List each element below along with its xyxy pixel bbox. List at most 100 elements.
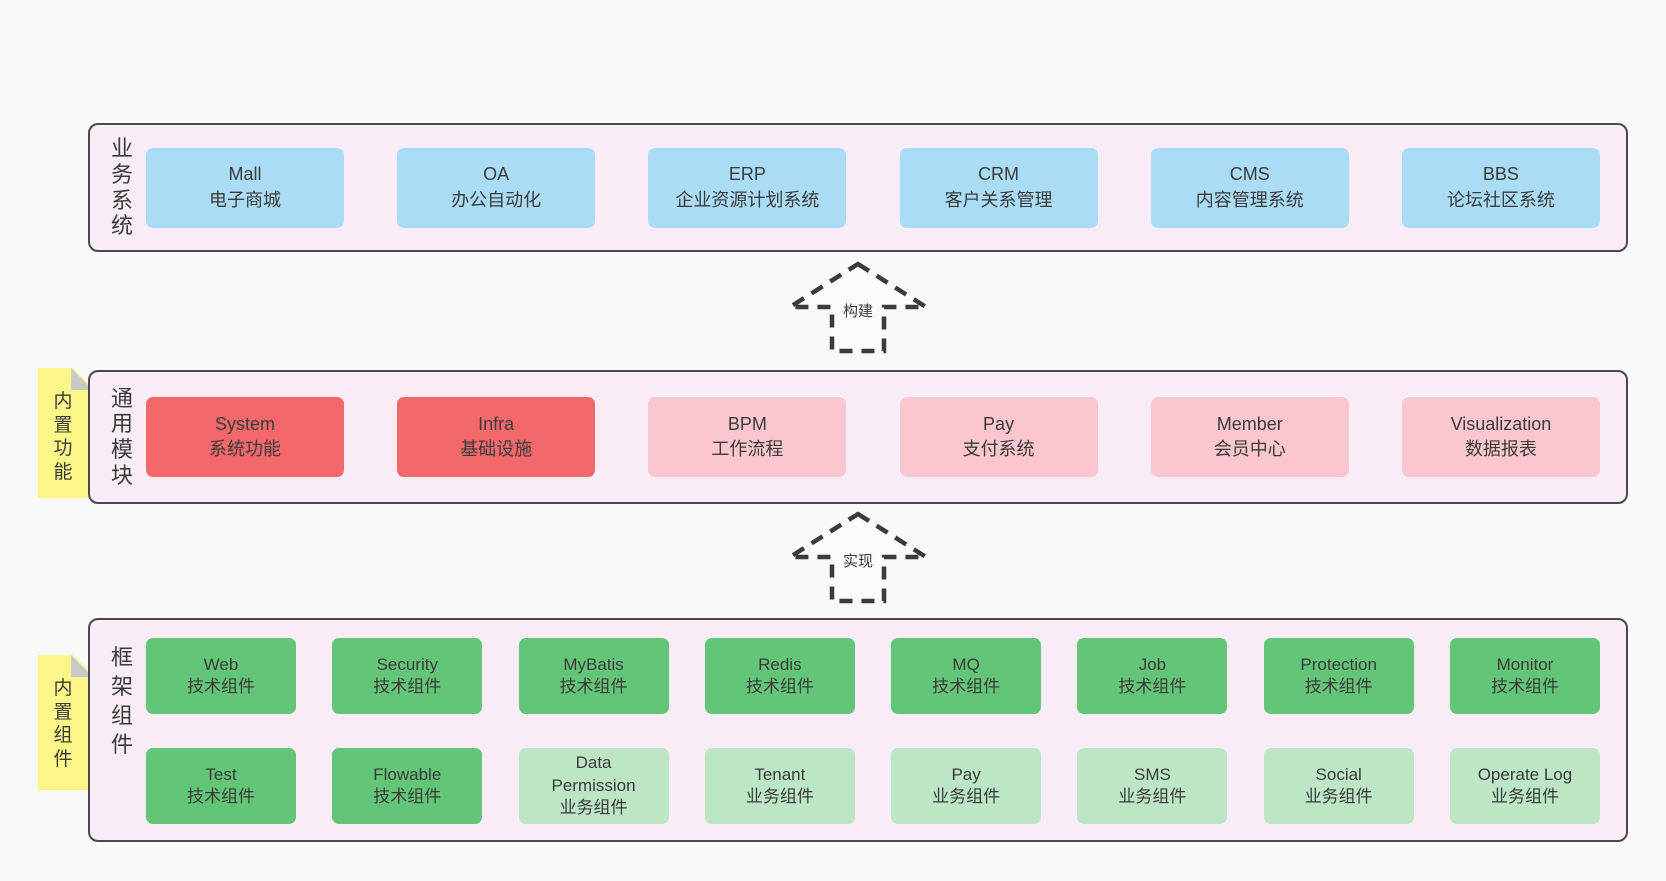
box-data-permission: Data Permission 业务组件 [518,748,669,824]
module-desc: 系统功能 [209,439,281,459]
module-name: System [214,413,275,434]
arrow-build-label: 构建 [838,300,878,321]
box-cms: CMS 内容管理系统 [1150,147,1349,228]
module-name: Job [1138,654,1167,674]
box-mq: MQ 技术组件 [891,638,1042,714]
layer-label-business-systems: 业务系统 [110,136,133,239]
business-systems-row: Mall 电子商城 OA 办公自动化 ERP 企业资源计划系统 CRM 客户关系… [146,125,1600,250]
module-desc: 业务组件 [932,787,1001,806]
box-protection: Protection 技术组件 [1263,638,1414,714]
module-desc: 技术组件 [932,677,1001,696]
box-system: System 系统功能 [146,397,344,477]
module-name: SMS [1133,764,1171,784]
box-member: Member 会员中心 [1150,397,1349,477]
module-desc: 会员中心 [1213,439,1286,459]
module-desc: 业务组件 [745,787,814,806]
module-name: Pay [951,764,981,784]
sticky-note-label: 内置功能 [53,391,73,483]
box-mybatis: MyBatis 技术组件 [518,638,669,714]
module-desc: 支付系统 [962,439,1035,459]
module-name: Monitor [1496,654,1554,674]
module-desc: 电子商城 [209,189,281,210]
module-desc: 业务组件 [1304,787,1373,806]
layer-label-common-modules: 通用模块 [110,385,133,488]
box-flowable: Flowable 技术组件 [332,748,483,824]
module-desc: 技术组件 [187,787,255,806]
box-monitor: Monitor 技术组件 [1449,638,1600,714]
module-name: Social [1315,764,1362,784]
layer-business-systems: 业务系统 Mall 电子商城 OA 办公自动化 ERP 企业资源计划系统 CRM… [88,123,1628,252]
module-desc: 内容管理系统 [1195,189,1304,210]
box-erp: ERP 企业资源计划系统 [648,147,847,228]
arrow-implement-label: 实现 [838,550,878,571]
module-name: CMS [1229,164,1270,185]
module-name: Pay [983,413,1015,434]
module-name: ERP [728,164,766,185]
module-name: OA [483,164,510,185]
box-crm: CRM 客户关系管理 [899,147,1098,228]
module-desc: 技术组件 [187,677,255,696]
module-desc: 技术组件 [559,677,628,696]
framework-components-grid: Web 技术组件 Security 技术组件 MyBatis 技术组件 Redi… [146,638,1600,824]
arrow-implement: 实现 [783,510,933,605]
box-bpm: BPM 工作流程 [648,397,847,477]
sticky-note-built-in-features: 内置功能 [38,368,88,498]
module-name: Test [205,764,237,784]
box-test: Test 技术组件 [146,748,296,824]
module-name: Data Permission [551,753,636,795]
box-job: Job 技术组件 [1077,638,1228,714]
layer-framework-components: 框架组件 Web 技术组件 Security 技术组件 MyBatis 技术组件… [88,618,1628,842]
layer-label-framework-components: 框架组件 [110,645,133,758]
module-name: Visualization [1450,413,1552,434]
module-desc: 技术组件 [1304,677,1373,696]
module-desc: 工作流程 [711,439,784,459]
box-security: Security 技术组件 [332,638,483,714]
sticky-note-label: 内置组件 [53,678,73,770]
module-desc: 技术组件 [1118,677,1187,696]
module-name: Operate Log [1477,764,1573,784]
module-desc: 基础设施 [460,439,533,459]
box-bbs: BBS 论坛社区系统 [1401,147,1600,228]
module-desc: 技术组件 [1490,677,1559,696]
box-visualization: Visualization 数据报表 [1401,397,1600,477]
module-desc: 业务组件 [1490,787,1559,806]
box-tenant: Tenant 业务组件 [704,748,855,824]
module-name: Flowable [373,764,442,784]
common-modules-row: System 系统功能 Infra 基础设施 BPM 工作流程 Pay 支付系统… [146,372,1600,502]
module-desc: 数据报表 [1464,439,1537,459]
box-oa: OA 办公自动化 [397,147,596,228]
box-sms: SMS 业务组件 [1077,748,1228,824]
box-web: Web 技术组件 [146,638,296,714]
module-name: CRM [978,164,1020,185]
sticky-note-built-in-components: 内置组件 [38,655,88,790]
box-pay: Pay 支付系统 [899,397,1098,477]
module-desc: 技术组件 [373,677,442,696]
module-desc: 客户关系管理 [944,189,1053,210]
module-name: Security [376,654,438,674]
box-social: Social 业务组件 [1263,748,1414,824]
module-name: MQ [952,654,980,674]
module-name: Web [203,654,239,674]
arrow-build: 构建 [783,260,933,355]
module-desc: 技术组件 [745,677,814,696]
module-name: Member [1216,413,1283,434]
box-pay-biz: Pay 业务组件 [891,748,1042,824]
module-name: BPM [727,413,767,434]
module-name: BBS [1482,164,1519,185]
module-name: Tenant [754,764,806,784]
module-name: Infra [478,413,515,434]
module-desc: 企业资源计划系统 [675,189,820,210]
module-name: Protection [1300,654,1377,674]
box-operate-log: Operate Log 业务组件 [1449,748,1600,824]
module-name: MyBatis [563,654,624,674]
module-desc: 业务组件 [1118,787,1187,806]
module-name: Redis [758,654,802,674]
module-desc: 办公自动化 [451,189,542,210]
module-desc: 技术组件 [373,787,442,806]
module-desc: 业务组件 [559,798,628,818]
box-redis: Redis 技术组件 [704,638,855,714]
module-name: Mall [228,164,262,185]
box-mall: Mall 电子商城 [146,147,344,228]
module-desc: 论坛社区系统 [1446,189,1555,210]
layer-common-modules: 通用模块 System 系统功能 Infra 基础设施 BPM 工作流程 Pay… [88,370,1628,504]
